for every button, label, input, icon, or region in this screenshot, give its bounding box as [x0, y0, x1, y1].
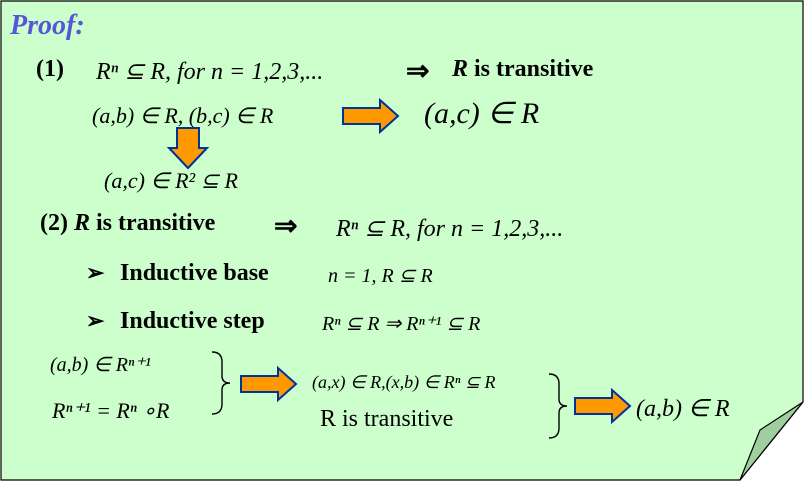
- inductive-step-math: Rⁿ ⊆ R ⇒ Rⁿ⁺¹ ⊆ R: [322, 313, 481, 335]
- right-arrow-icon: [342, 98, 400, 134]
- part2-implies: ⇒: [274, 211, 298, 242]
- part1-conclusion-text: is transitive: [468, 56, 594, 82]
- part1-label: (1): [36, 56, 64, 82]
- right-arrow-icon: [574, 388, 632, 424]
- down-arrow-icon: [166, 127, 210, 170]
- part1-conclusion-R: R: [452, 56, 469, 82]
- inductive-base-math: n = 1, R ⊆ R: [328, 265, 433, 287]
- inductive-step-label: Inductive step: [120, 308, 265, 334]
- bullet-icon: ➢: [86, 260, 105, 285]
- right-brace-icon: [548, 373, 568, 439]
- part1-statement: Rⁿ ⊆ R, for n = 1,2,3,...: [96, 59, 324, 85]
- left-premise-2: Rⁿ⁺¹ = Rⁿ ∘R: [52, 398, 170, 423]
- middle-premise-1: (a,x) ∈ R,(x,b) ∈ Rⁿ ⊆ R: [312, 372, 496, 392]
- part2-label: (2): [40, 210, 68, 236]
- proof-title: Proof:: [10, 10, 85, 41]
- bullet-icon: ➢: [86, 308, 105, 333]
- inductive-base-label: Inductive base: [120, 260, 269, 286]
- final-conclusion: (a,b) ∈ R: [636, 396, 730, 422]
- right-arrow-icon: [240, 366, 298, 402]
- right-brace-icon: [211, 351, 231, 415]
- middle-premise-2: R is transitive: [320, 406, 454, 432]
- part1-below: (a,c) ∈ R² ⊆ R: [104, 168, 238, 193]
- part1-result: (a,c) ∈ R: [424, 97, 540, 130]
- part1-pair-line: (a,b) ∈ R, (b,c) ∈ R: [92, 103, 274, 128]
- part1-conclusion: R is transitive: [452, 56, 593, 83]
- part2-statement: Rⁿ ⊆ R, for n = 1,2,3,...: [336, 216, 564, 242]
- part2-R: R: [73, 210, 90, 236]
- part1-implies: ⇒: [406, 56, 430, 87]
- part2-heading: (2) R is transitive: [40, 210, 215, 237]
- folded-corner: [739, 401, 804, 481]
- left-premise-1: (a,b) ∈ Rⁿ⁺¹: [50, 354, 151, 376]
- part2-text: is transitive: [90, 210, 216, 236]
